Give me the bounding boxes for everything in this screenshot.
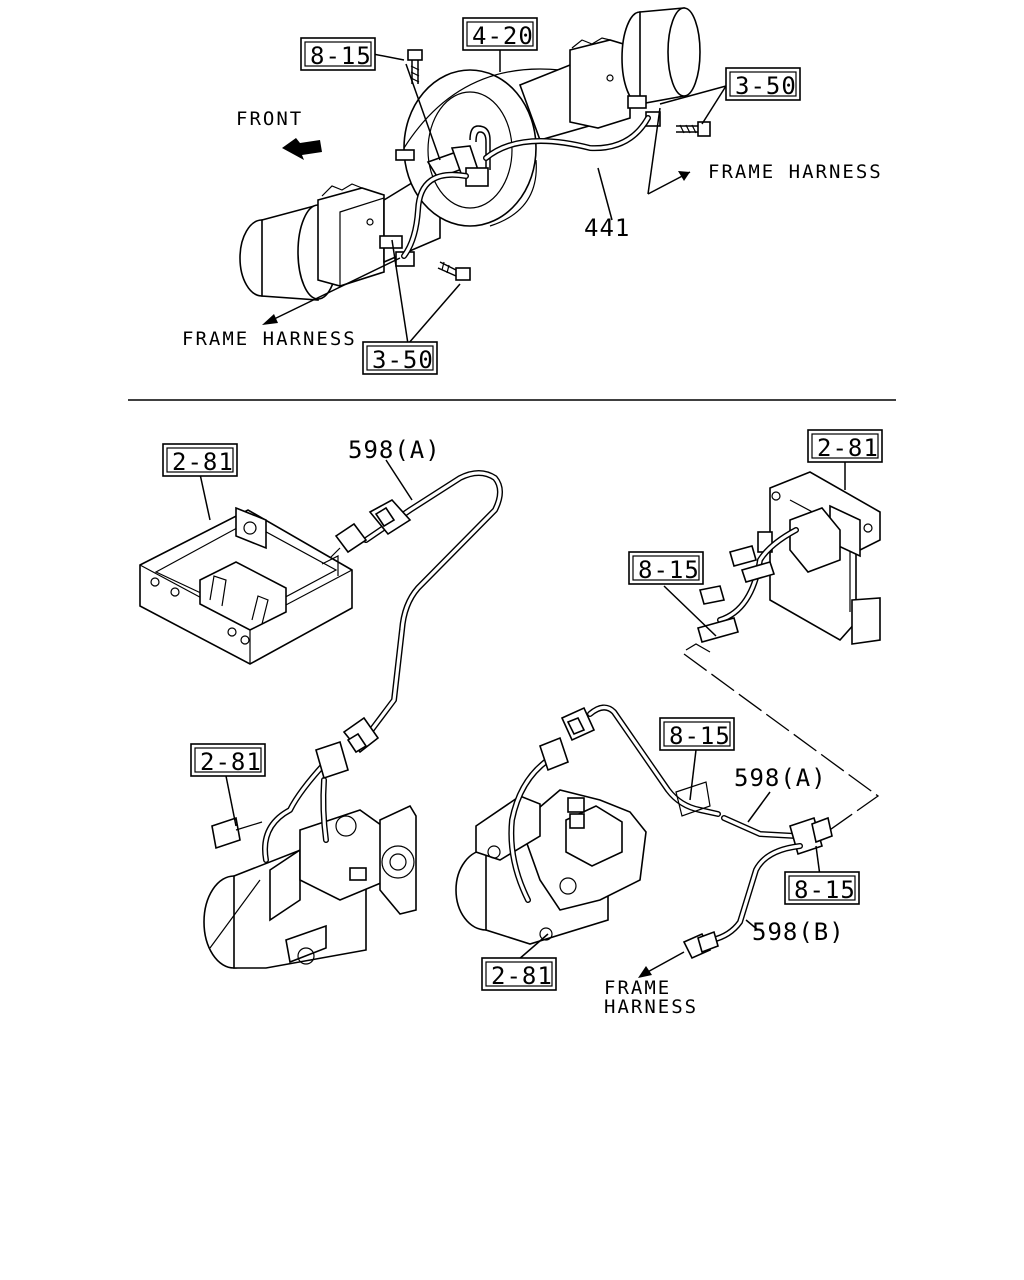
part-number-441: 441 — [584, 214, 630, 242]
frame-harness-arrow-left — [267, 257, 401, 323]
part-number-598a-mid: 598(A) — [734, 764, 827, 792]
controller-box-left — [139, 506, 353, 665]
ref-box-2-81-bottom: 2-81 — [481, 957, 557, 991]
bolt-top — [407, 49, 423, 84]
controller-box-right — [685, 471, 881, 653]
svg-text:8-15: 8-15 — [638, 556, 700, 584]
pump-center — [455, 736, 647, 945]
axle-assembly — [239, 7, 701, 301]
frame-harness-label-right: FRAME HARNESS — [708, 161, 883, 183]
harness-598a-lower — [560, 704, 833, 856]
svg-text:8-15: 8-15 — [669, 722, 731, 750]
dash-connector — [683, 653, 880, 835]
bolt-bottom — [437, 261, 471, 281]
harness-598a-upper — [329, 470, 503, 754]
ref-box-8-15-mid: 8-15 — [659, 717, 735, 751]
ref-box-8-15-top: 8-15 — [300, 37, 376, 71]
svg-text:8-15: 8-15 — [794, 876, 856, 904]
sensor-bracket — [379, 95, 661, 267]
ref-box-2-81-mid-left: 2-81 — [190, 743, 266, 777]
arrow-head-right-icon — [678, 171, 690, 181]
arrow-head-bottom-icon — [638, 966, 652, 978]
ref-box-3-50-top: 3-50 — [725, 67, 801, 101]
frame-harness-arrow-bottom — [643, 951, 685, 975]
harness-441 — [401, 115, 651, 259]
leader-lines-top — [372, 48, 727, 345]
motor-left — [203, 740, 417, 969]
harness-598b — [682, 843, 803, 960]
part-number-598a-top: 598(A) — [348, 436, 441, 464]
arrow-head-left-icon — [262, 314, 278, 325]
svg-text:2-81: 2-81 — [200, 748, 262, 776]
ref-box-8-15-upper: 8-15 — [628, 551, 704, 585]
svg-text:3-50: 3-50 — [735, 72, 797, 100]
svg-text:2-81: 2-81 — [817, 434, 879, 462]
svg-text:3-50: 3-50 — [372, 346, 434, 374]
ref-box-3-50-bottom: 3-50 — [362, 341, 438, 375]
frame-harness-label-left: FRAME HARNESS — [182, 328, 357, 350]
leader-lines-bottom — [199, 459, 846, 961]
bolt-right — [676, 121, 711, 137]
front-label: FRONT — [236, 108, 303, 130]
svg-text:2-81: 2-81 — [172, 448, 234, 476]
ref-box-8-15-lower: 8-15 — [784, 871, 860, 905]
frame-harness-label-bottom-line1: FRAME — [604, 977, 671, 999]
ref-box-4-20: 4-20 — [462, 17, 538, 51]
svg-text:8-15: 8-15 — [310, 42, 372, 70]
frame-harness-label-bottom-line2: HARNESS — [604, 996, 698, 1018]
svg-text:4-20: 4-20 — [472, 22, 534, 50]
ref-box-2-81-top-left: 2-81 — [162, 443, 238, 477]
svg-text:2-81: 2-81 — [491, 962, 553, 990]
part-number-598b: 598(B) — [752, 918, 845, 946]
front-arrow-icon — [282, 138, 322, 160]
ref-box-2-81-top-right: 2-81 — [807, 429, 883, 463]
